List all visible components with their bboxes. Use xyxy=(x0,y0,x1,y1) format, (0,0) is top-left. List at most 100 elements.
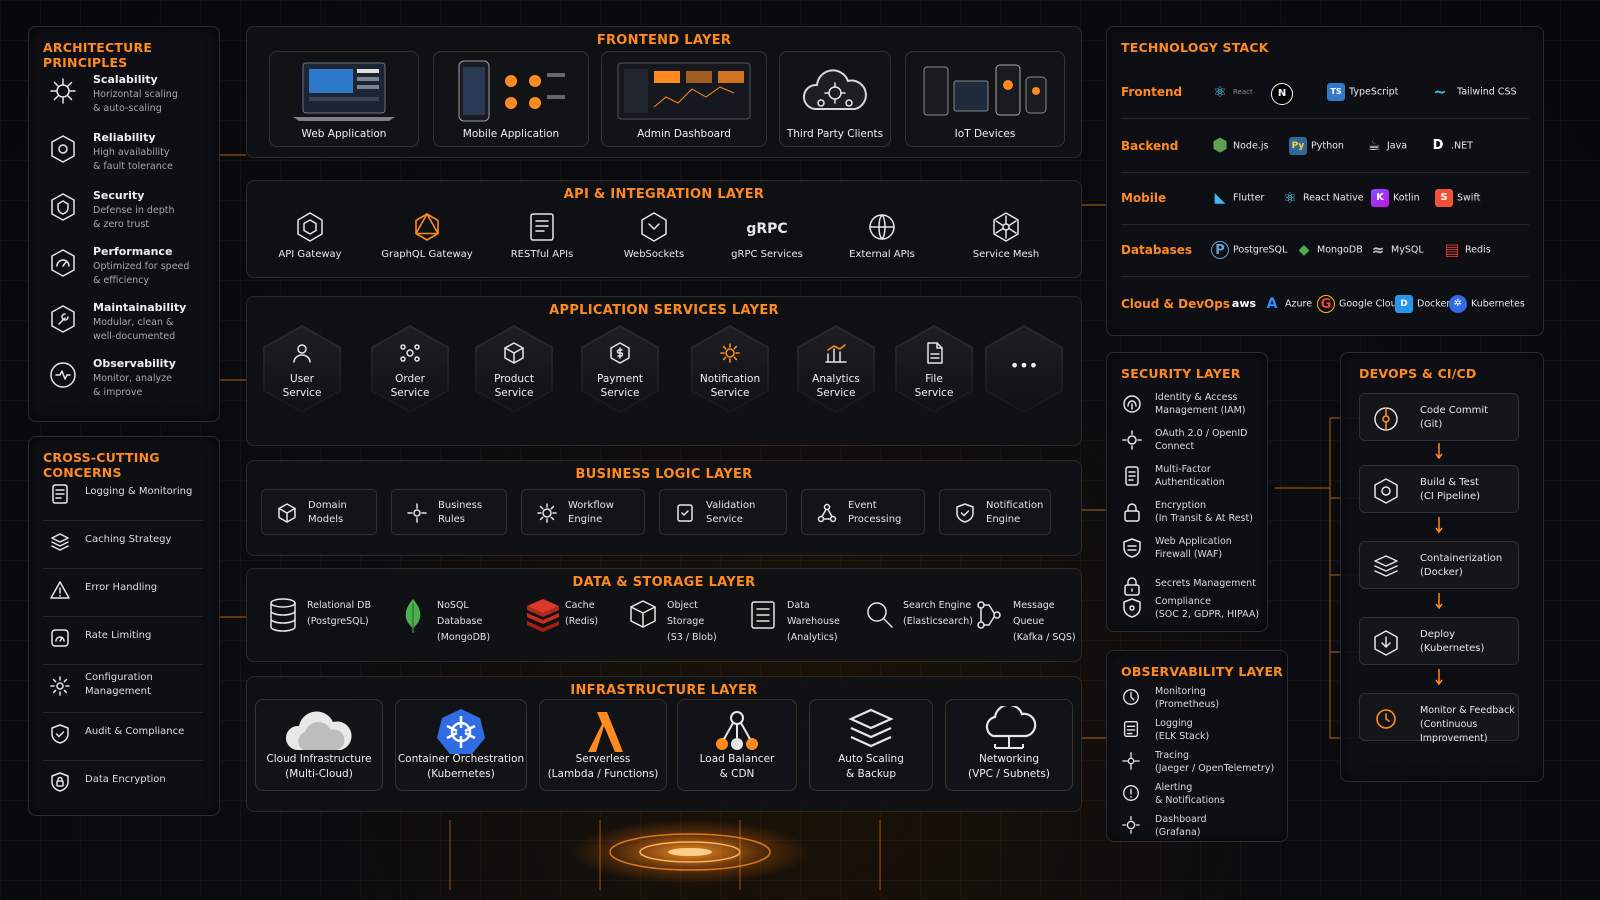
tech-title: TECHNOLOGY STACK xyxy=(1121,40,1269,55)
data-warehouse[interactable]: Data Warehouse (Analytics) xyxy=(747,593,859,643)
compliance-shield-icon xyxy=(1123,598,1141,618)
build-gear-icon xyxy=(1374,478,1398,504)
devops-build-test[interactable]: Build & Test (CI Pipeline) xyxy=(1359,465,1519,513)
api-grpc-services[interactable]: gRPC gRPC Services xyxy=(712,207,822,273)
devops-deploy[interactable]: Deploy (Kubernetes) xyxy=(1359,617,1519,665)
arrow-down-icon xyxy=(1435,443,1443,459)
laptop-icon xyxy=(293,62,395,121)
warning-icon xyxy=(50,581,70,599)
data-cache-redis[interactable]: Cache (Redis) xyxy=(525,593,621,637)
file-icon xyxy=(927,342,943,364)
speedometer-icon xyxy=(51,249,75,277)
redis-stack-icon: ▤ xyxy=(1444,240,1460,259)
reliability-icon xyxy=(51,135,75,163)
lock-icon xyxy=(1124,503,1140,522)
infra-load-balancer[interactable]: Load Balancer & CDN xyxy=(677,699,797,791)
infra-container-orchestration[interactable]: Container Orchestration (Kubernetes) xyxy=(395,699,527,791)
tech-mysql: ≈MySQL xyxy=(1369,241,1424,263)
gauge-icon xyxy=(51,629,69,647)
data-relational-db[interactable]: Relational DB (PostgreSQL) xyxy=(267,593,377,637)
service-notification[interactable]: Notification Service xyxy=(691,325,769,413)
services-title: APPLICATION SERVICES LAYER xyxy=(549,303,779,318)
data-object-storage[interactable]: Object Storage (S3 / Blob) xyxy=(627,593,737,643)
frontend-title: FRONTEND LAYER xyxy=(596,33,732,48)
key-lock-icon xyxy=(1124,577,1140,596)
service-more[interactable]: ••• xyxy=(985,325,1063,413)
event-nodes-icon xyxy=(817,503,837,523)
frontend-third-party-clients[interactable]: Third Party Clients xyxy=(779,51,891,147)
rules-icon xyxy=(407,503,427,523)
scalability-icon xyxy=(50,78,76,104)
principle-performance: Performance Optimized for speed & effici… xyxy=(43,243,213,299)
infra-networking[interactable]: Networking (VPC / Subnets) xyxy=(945,699,1073,791)
security-compliance: Compliance (SOC 2, GDPR, HIPAA) xyxy=(1121,593,1261,627)
api-gateway[interactable]: API Gateway xyxy=(255,207,365,273)
api-external[interactable]: External APIs xyxy=(827,207,937,273)
data-message-queue[interactable]: Message Queue (Kafka / SQS) xyxy=(973,593,1081,643)
mobile-phone-icon xyxy=(458,60,565,122)
concern-audit: Audit & Compliance xyxy=(43,715,203,761)
observability-title: OBSERVABILITY LAYER xyxy=(1121,664,1284,679)
business-workflow-engine[interactable]: Workflow Engine xyxy=(521,489,645,535)
devops-code-commit[interactable]: Code Commit (Git) xyxy=(1359,393,1519,441)
mongodb-leaf-icon xyxy=(405,599,421,633)
react-icon: ⚛ xyxy=(1213,83,1227,101)
kubernetes-helm-icon: ✲ xyxy=(1449,295,1467,313)
service-file[interactable]: File Service xyxy=(895,325,973,413)
tech-mongodb: ◆MongoDB xyxy=(1295,241,1363,263)
infra-cloud[interactable]: Cloud Infrastructure (Multi-Cloud) xyxy=(255,699,383,791)
notification-shield-icon xyxy=(956,503,974,523)
observability-logging: Logging (ELK Stack) xyxy=(1121,715,1261,749)
business-title: BUSINESS LOGIC LAYER xyxy=(575,467,753,482)
security-iam: Identity & Access Management (IAM) xyxy=(1121,389,1261,423)
api-websockets[interactable]: WebSockets xyxy=(599,207,709,273)
frontend-web-application[interactable]: Web Application xyxy=(269,51,419,147)
data-nosql-database[interactable]: NoSQL Database (MongoDB) xyxy=(397,593,515,643)
business-validation-service[interactable]: Validation Service xyxy=(659,489,787,535)
service-user[interactable]: User Service xyxy=(263,325,341,413)
box-icon xyxy=(504,342,524,364)
api-service-mesh[interactable]: Service Mesh xyxy=(951,207,1061,273)
data-storage-layer: DATA & STORAGE LAYER Relational DB (Post… xyxy=(246,568,1082,662)
frontend-iot-devices[interactable]: IoT Devices xyxy=(905,51,1065,147)
security-oauth: OAuth 2.0 / OpenID Connect xyxy=(1121,425,1261,459)
infra-title: INFRASTRUCTURE LAYER xyxy=(570,683,758,698)
devops-containerization[interactable]: Containerization (Docker) xyxy=(1359,541,1519,589)
arrow-down-icon xyxy=(1435,517,1443,533)
tech-react: ⚛React xyxy=(1211,83,1252,105)
concern-error-handling: Error Handling xyxy=(43,571,203,617)
database-icon xyxy=(270,598,296,632)
mongodb-icon: ◆ xyxy=(1298,242,1310,258)
api-restful[interactable]: RESTful APIs xyxy=(487,207,597,273)
frontend-admin-dashboard[interactable]: Admin Dashboard xyxy=(601,51,767,147)
infra-auto-scaling[interactable]: Auto Scaling & Backup xyxy=(809,699,933,791)
service-payment[interactable]: Payment Service xyxy=(581,325,659,413)
api-integration-layer: API & INTEGRATION LAYER API Gateway Grap… xyxy=(246,180,1082,278)
service-analytics[interactable]: Analytics Service xyxy=(797,325,875,413)
service-order[interactable]: Order Service xyxy=(371,325,449,413)
devops-title: DEVOPS & CI/CD xyxy=(1359,366,1477,381)
data-search-engine[interactable]: Search Engine (Elasticsearch) xyxy=(863,593,977,637)
principle-security: Security Defense in depth & zero trust xyxy=(43,187,213,243)
observability-tracing: Tracing (Jaeger / OpenTelemetry) xyxy=(1121,747,1281,781)
frontend-mobile-application[interactable]: Mobile Application xyxy=(433,51,589,147)
devops-monitor-feedback[interactable]: Monitor & Feedback (Continuous Improveme… xyxy=(1359,693,1519,744)
business-rules[interactable]: Business Rules xyxy=(391,489,507,535)
lock-shield-icon xyxy=(51,772,69,792)
aws-icon: aws xyxy=(1231,297,1257,310)
business-domain-models[interactable]: Domain Models xyxy=(261,489,377,535)
grpc-icon: gRPC xyxy=(747,221,787,237)
tech-flutter: ◣Flutter xyxy=(1211,189,1265,211)
infra-serverless[interactable]: Serverless (Lambda / Functions) xyxy=(539,699,667,791)
api-graphql-gateway[interactable]: GraphQL Gateway xyxy=(372,207,482,273)
service-product[interactable]: Product Service xyxy=(475,325,553,413)
graphql-icon xyxy=(415,213,439,241)
business-event-processing[interactable]: Event Processing xyxy=(801,489,925,535)
crosscutting-title: CROSS-CUTTING CONCERNS xyxy=(43,450,160,480)
tech-kubernetes: ✲Kubernetes xyxy=(1449,295,1525,317)
business-notification-engine[interactable]: Notification Engine xyxy=(939,489,1051,535)
